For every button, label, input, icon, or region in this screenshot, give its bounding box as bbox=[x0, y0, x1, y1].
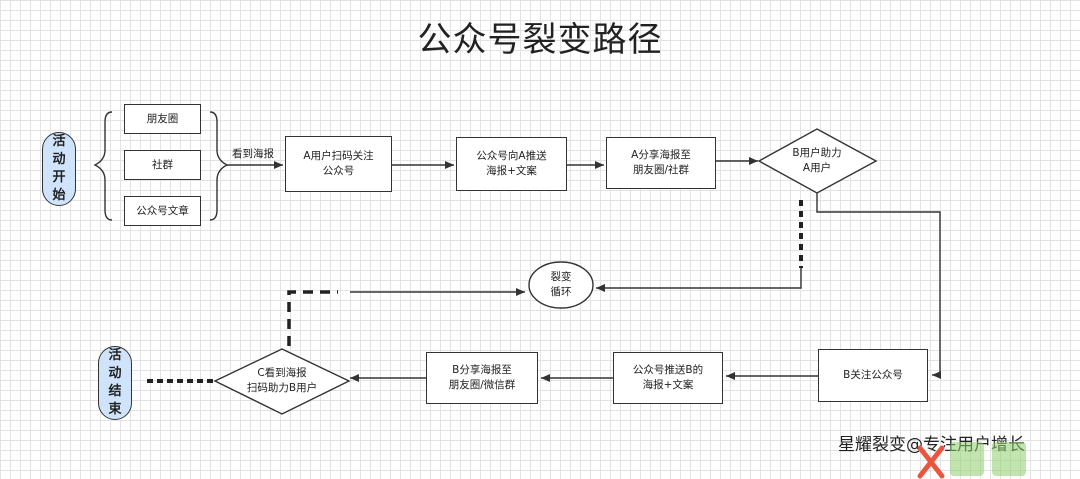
activity-start: 活 动 开 始 bbox=[42, 132, 76, 206]
fission-loop-ellipse bbox=[528, 261, 594, 309]
step-a-scan: A用户扫码关注 公众号 bbox=[285, 136, 392, 192]
fission-loop: 裂变 循环 bbox=[550, 271, 572, 298]
page-title: 公众号裂变路径 bbox=[417, 20, 663, 60]
b-help-diamond bbox=[757, 128, 878, 194]
channel-moments: 朋友圈 bbox=[124, 104, 201, 134]
step-b-help: B用户助力 A用户 bbox=[792, 147, 842, 174]
channel-community: 社群 bbox=[124, 150, 201, 180]
step-push-a: 公众号向A推送 海报+文案 bbox=[456, 137, 567, 191]
step-push-b: 公众号推送B的 海报+文案 bbox=[613, 352, 723, 404]
step-b-follow: B关注公众号 bbox=[818, 349, 928, 402]
activity-end: 活 动 结 束 bbox=[98, 346, 132, 420]
channel-article: 公众号文章 bbox=[124, 196, 201, 226]
arrow-help-to-follow bbox=[816, 186, 941, 379]
c-see-diamond bbox=[213, 348, 351, 415]
dashed-c-up bbox=[287, 290, 338, 346]
left-brace bbox=[93, 111, 113, 221]
arrow-to-loop-right bbox=[596, 268, 802, 292]
step-a-share: A分享海报至 朋友圈/社群 bbox=[606, 137, 716, 189]
right-brace bbox=[209, 111, 229, 221]
logo-icon bbox=[917, 442, 1026, 479]
see-poster-label: 看到海报 bbox=[232, 148, 274, 160]
step-b-share: B分享海报至 朋友圈/微信群 bbox=[426, 352, 538, 404]
step-c-see: C看到海报 扫码助力B用户 bbox=[246, 367, 318, 394]
